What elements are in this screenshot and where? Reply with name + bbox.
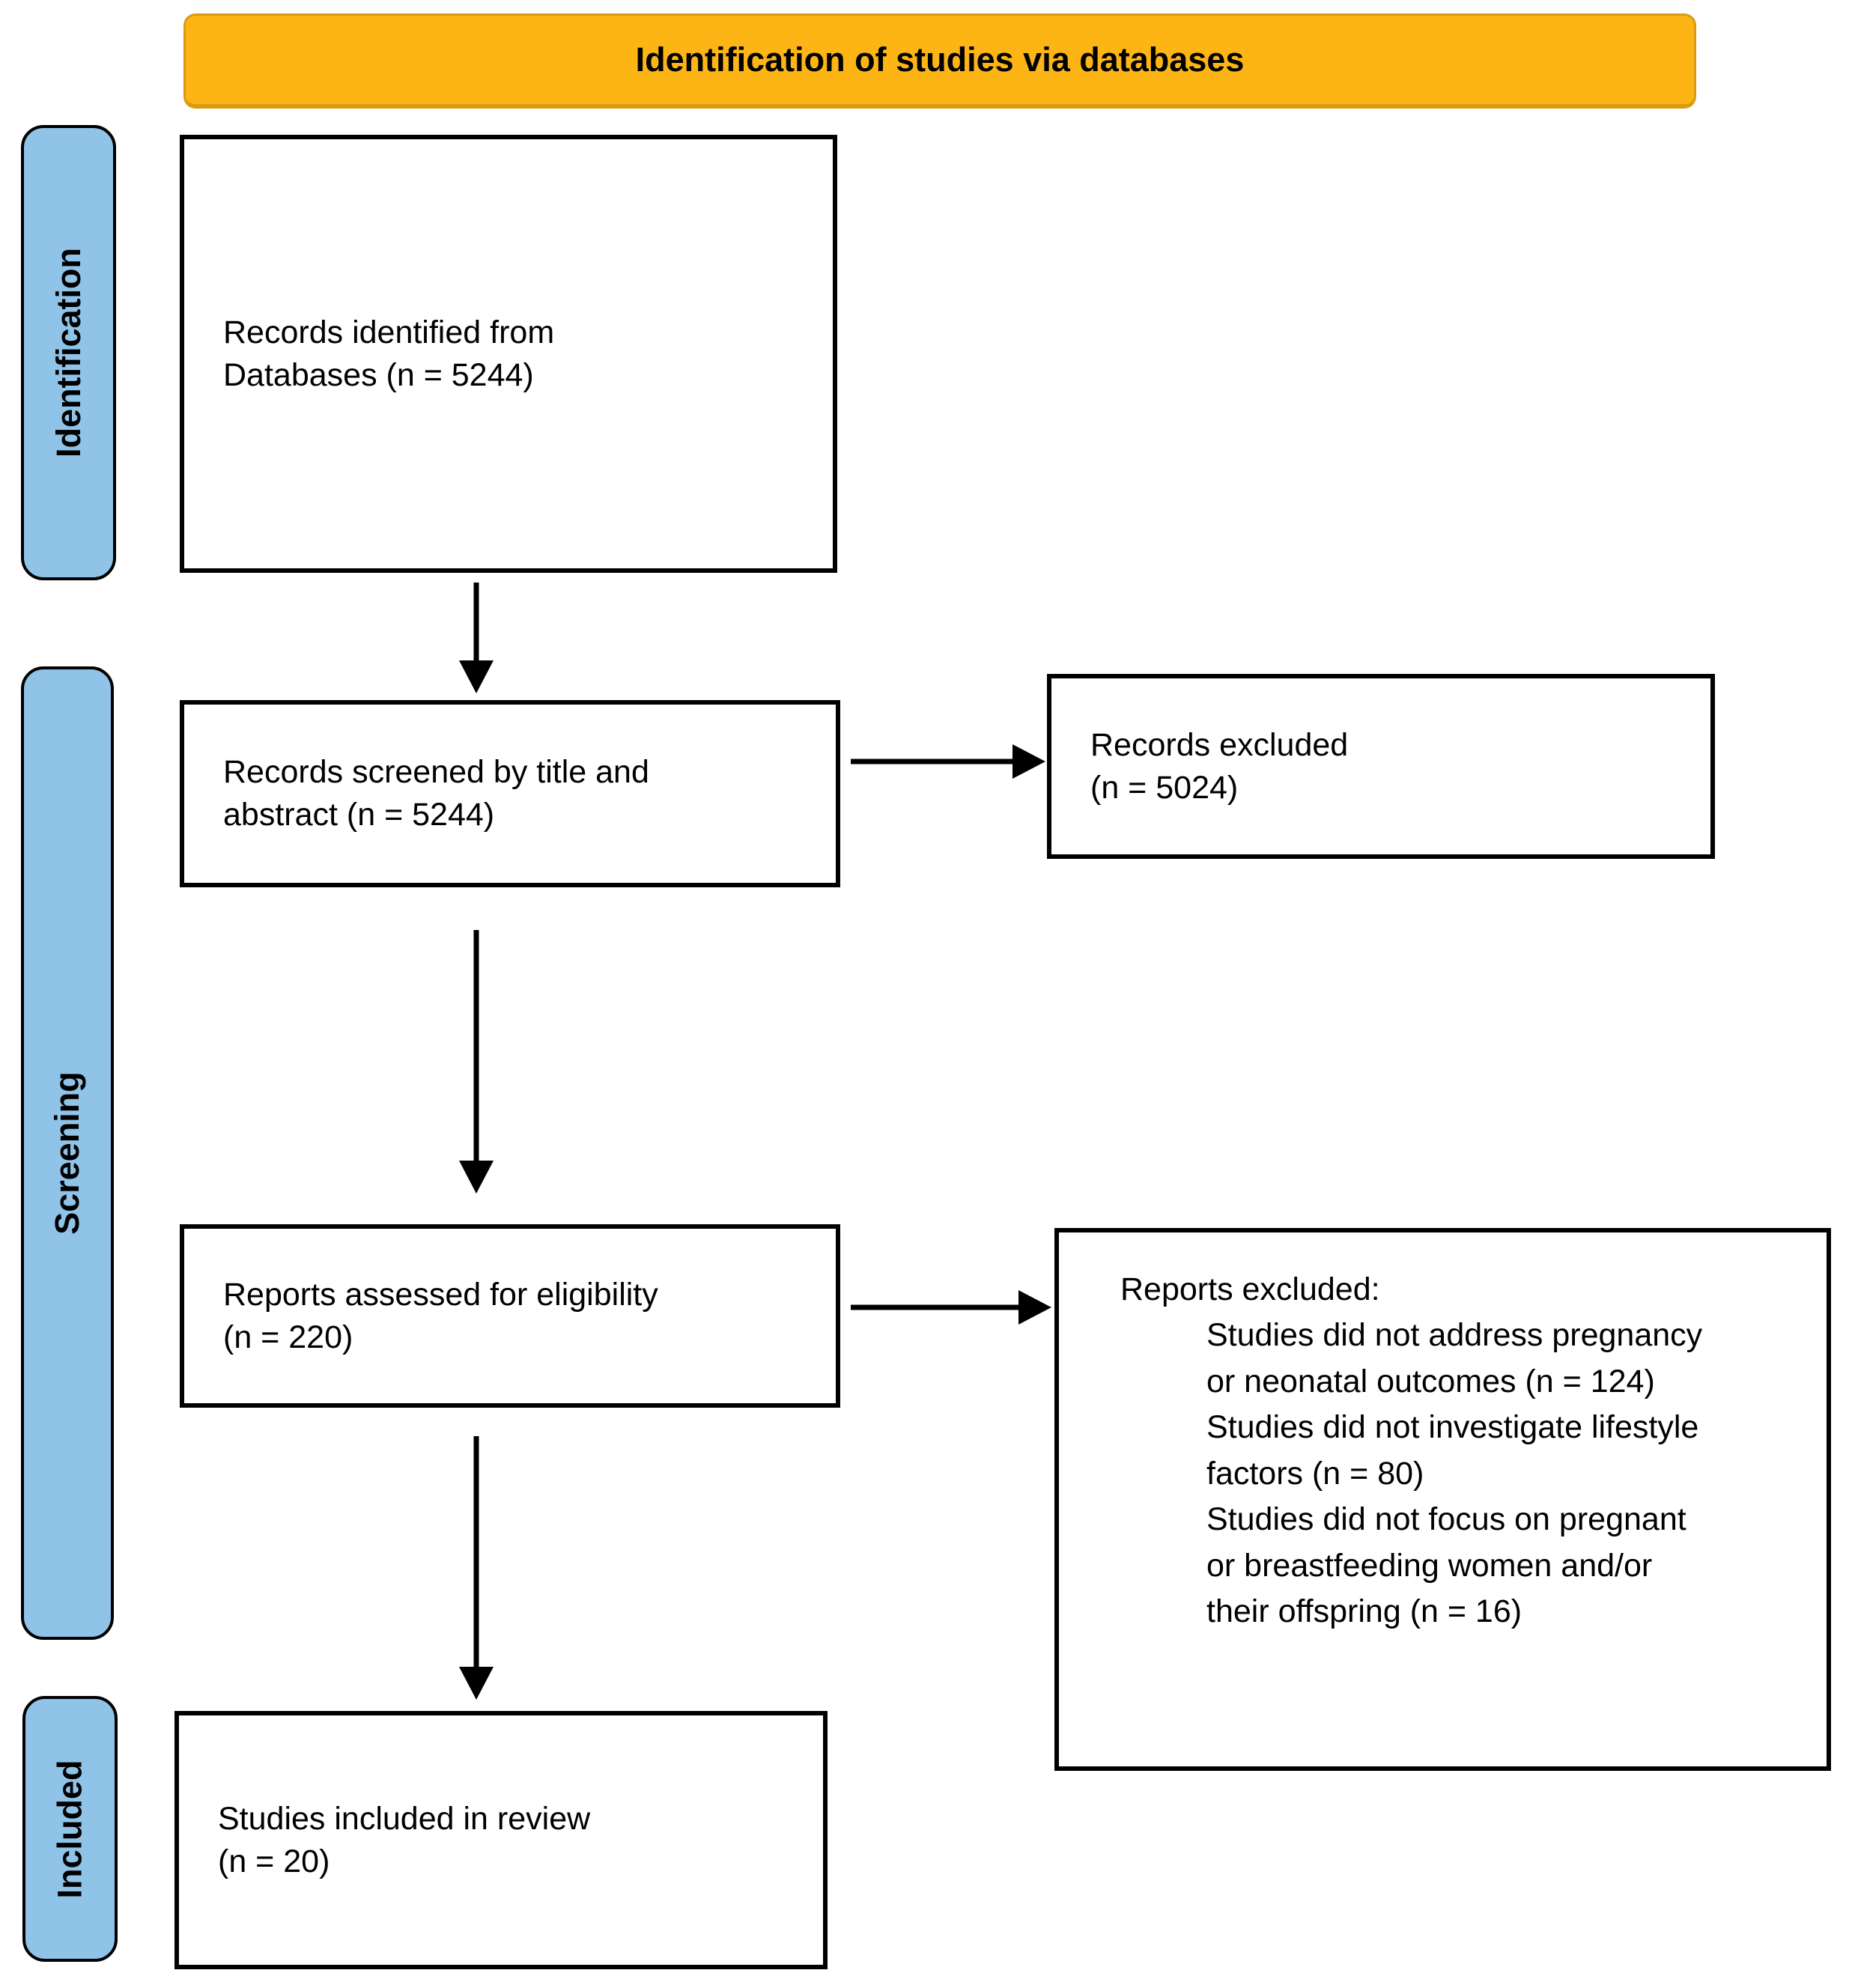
box-studies-included-line-1: Studies included in review xyxy=(218,1800,591,1837)
box-reports-assessed-line-2: (n = 220) xyxy=(223,1319,353,1355)
exclusion-reason-1-line-1: Studies did not address pregnancy xyxy=(1206,1317,1703,1354)
arrow-screened-to-records-excluded xyxy=(851,744,1045,779)
stage-screening-text: Screening xyxy=(48,1071,87,1235)
box-studies-included-line-2: (n = 20) xyxy=(218,1843,330,1879)
stage-label-included: Included xyxy=(22,1696,118,1962)
box-records-screened: Records screened by title and abstract (… xyxy=(180,700,840,887)
box-records-excluded-line-2: (n = 5024) xyxy=(1090,769,1239,806)
box-reports-excluded-title: Reports excluded: xyxy=(1120,1271,1380,1307)
stage-label-identification: Identification xyxy=(21,125,116,580)
arrow-screened-to-assessed xyxy=(459,930,494,1194)
stage-included-text: Included xyxy=(50,1759,89,1899)
box-records-identified-line-2: Databases (n = 5244) xyxy=(223,356,534,393)
box-reports-assessed-line-1: Reports assessed for eligibility xyxy=(223,1276,658,1313)
exclusion-reason-1-line-2: or neonatal outcomes (n = 124) xyxy=(1206,1363,1655,1399)
arrow-assessed-to-included xyxy=(459,1436,494,1700)
banner-label: Identification of studies via databases xyxy=(635,40,1245,79)
exclusion-reason-3-line-1: Studies did not focus on pregnant xyxy=(1206,1501,1686,1538)
exclusion-reason-2-line-1: Studies did not investigate lifestyle xyxy=(1206,1409,1699,1446)
stage-label-screening: Screening xyxy=(21,666,114,1640)
exclusion-reason-2: Studies did not investigate lifestyle fa… xyxy=(1206,1405,1804,1497)
banner-identification-via-databases: Identification of studies via databases xyxy=(183,13,1696,109)
stage-identification-text: Identification xyxy=(49,248,88,458)
exclusion-reason-2-line-2: factors (n = 80) xyxy=(1206,1455,1424,1492)
box-records-screened-line-1: Records screened by title and xyxy=(223,754,649,791)
box-records-identified: Records identified from Databases (n = 5… xyxy=(180,135,837,573)
box-reports-assessed: Reports assessed for eligibility (n = 22… xyxy=(180,1224,840,1408)
arrow-identified-to-screened xyxy=(459,583,494,693)
box-records-excluded-line-1: Records excluded xyxy=(1090,726,1349,763)
arrow-assessed-to-reports-excluded xyxy=(851,1290,1051,1325)
box-records-screened-line-2: abstract (n = 5244) xyxy=(223,797,495,833)
box-reports-excluded: Reports excluded: Studies did not addres… xyxy=(1054,1228,1831,1771)
exclusion-reason-3: Studies did not focus on pregnant or bre… xyxy=(1206,1497,1804,1635)
box-studies-included: Studies included in review (n = 20) xyxy=(174,1711,828,1969)
exclusion-reason-1: Studies did not address pregnancy or neo… xyxy=(1206,1313,1804,1405)
box-records-excluded: Records excluded (n = 5024) xyxy=(1047,674,1715,859)
exclusion-reason-3-line-2: or breastfeeding women and/or xyxy=(1206,1547,1653,1584)
box-records-identified-line-1: Records identified from xyxy=(223,314,555,350)
exclusion-reason-3-line-3: their offspring (n = 16) xyxy=(1206,1593,1522,1630)
